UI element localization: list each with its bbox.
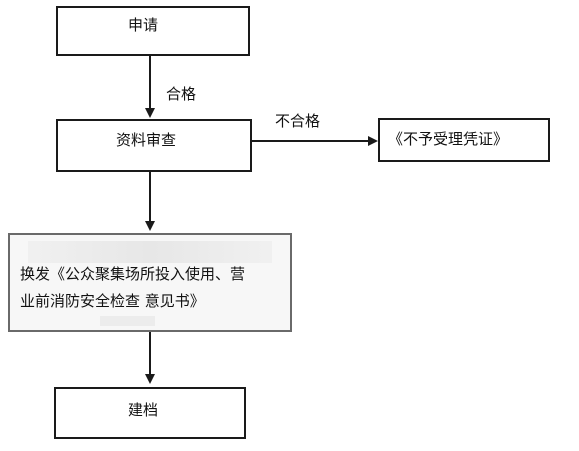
node-issue-line1: 换发《公众聚集场所投入使用、营 [20,265,246,283]
node-archive: 建档 [54,387,246,439]
node-reject-label: 《不予受理凭证》 [388,130,509,148]
node-apply-label: 申请 [128,16,159,34]
node-review-label: 资料审查 [116,131,177,149]
ghost-text-decoration [28,241,272,263]
edge-label-fail: 不合格 [275,112,321,130]
node-issue: 换发《公众聚集场所投入使用、营 业前消防安全检查 意见书》 [8,233,292,332]
node-reject: 《不予受理凭证》 [378,118,550,162]
node-review: 资料审查 [56,119,252,172]
node-archive-label: 建档 [128,401,159,419]
node-issue-line2: 业前消防安全检查 意见书》 [20,292,205,310]
ghost-text-decoration-2 [100,316,155,326]
node-issue-text: 换发《公众聚集场所投入使用、营 业前消防安全检查 意见书》 [20,261,290,315]
edge-label-pass: 合格 [166,85,197,103]
node-apply: 申请 [56,6,250,56]
